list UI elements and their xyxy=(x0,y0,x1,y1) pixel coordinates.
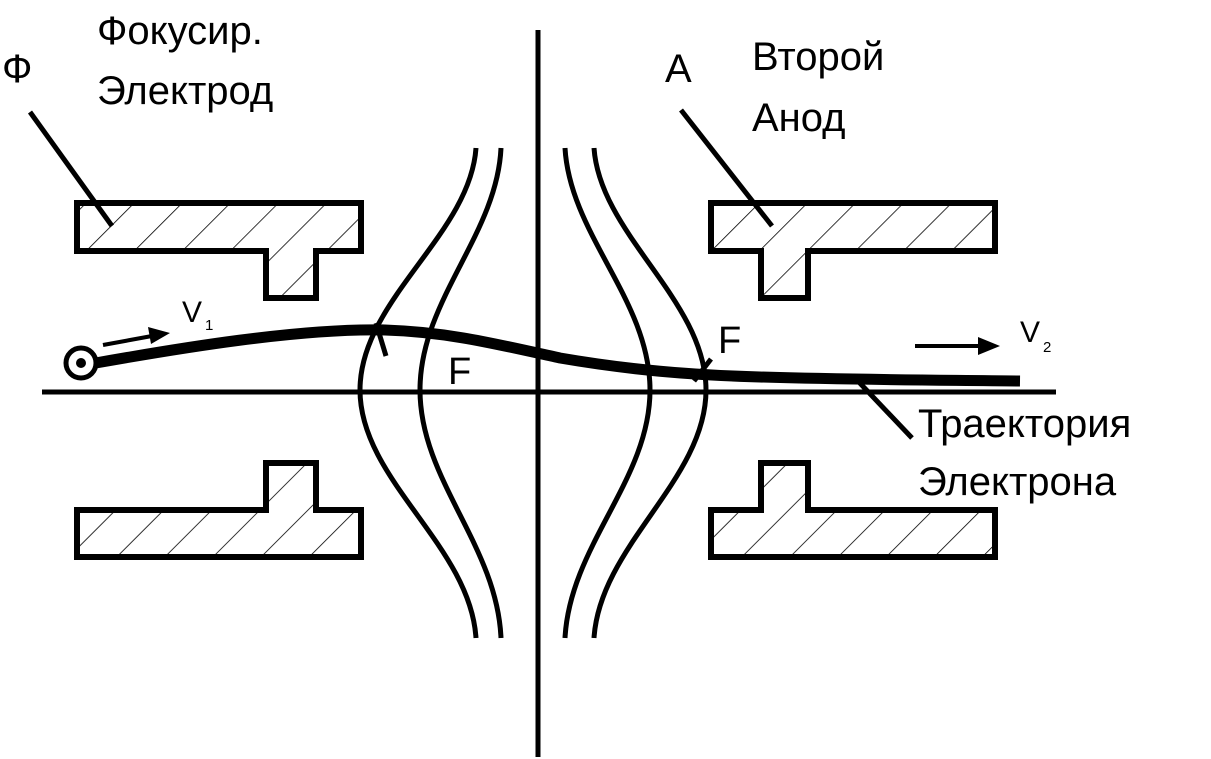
focus-point-left-label: F xyxy=(448,351,471,393)
phi-label: Ф xyxy=(2,47,32,91)
electron-trajectory xyxy=(89,324,1021,387)
anode-leader-line xyxy=(679,108,774,228)
electron-source-dot-icon xyxy=(76,358,86,368)
velocity-v1-label: V xyxy=(182,296,202,329)
second-anode-bottom xyxy=(708,460,998,560)
equipotential-line-left-inner xyxy=(417,147,504,639)
velocity-v1-arrow-icon xyxy=(102,327,170,347)
equipotential-line-right-outer xyxy=(591,147,709,639)
second-anode-label-line1: Второй xyxy=(752,35,884,79)
focusing-electrode-top xyxy=(74,200,364,301)
force-tick-left xyxy=(373,322,389,357)
anode-letter-label: А xyxy=(665,47,692,91)
focusing-electrode-label-line1: Фокусир. xyxy=(97,9,263,53)
velocity-v2-label: V xyxy=(1020,316,1040,349)
velocity-v2-subscript: 2 xyxy=(1043,339,1051,356)
second-anode-top xyxy=(708,200,998,301)
force-tick-right xyxy=(692,357,713,383)
velocity-v2-arrow-icon xyxy=(915,337,1000,355)
velocity-v1-subscript: 1 xyxy=(205,317,213,334)
equipotential-line-left-outer xyxy=(357,147,479,639)
trajectory-leader-line xyxy=(854,377,914,440)
trajectory-label-line1: Траектория xyxy=(918,402,1131,446)
focusing-electrode-bottom xyxy=(74,460,364,560)
equipotential-line-right-inner xyxy=(562,147,653,639)
second-anode-label-line2: Анод xyxy=(752,96,845,140)
focus-point-right-label: F xyxy=(718,320,741,362)
trajectory-label-line2: Электрона xyxy=(918,460,1117,504)
phi-leader-line xyxy=(27,110,115,228)
focusing-electrode-label-line2: Электрод xyxy=(97,69,273,113)
